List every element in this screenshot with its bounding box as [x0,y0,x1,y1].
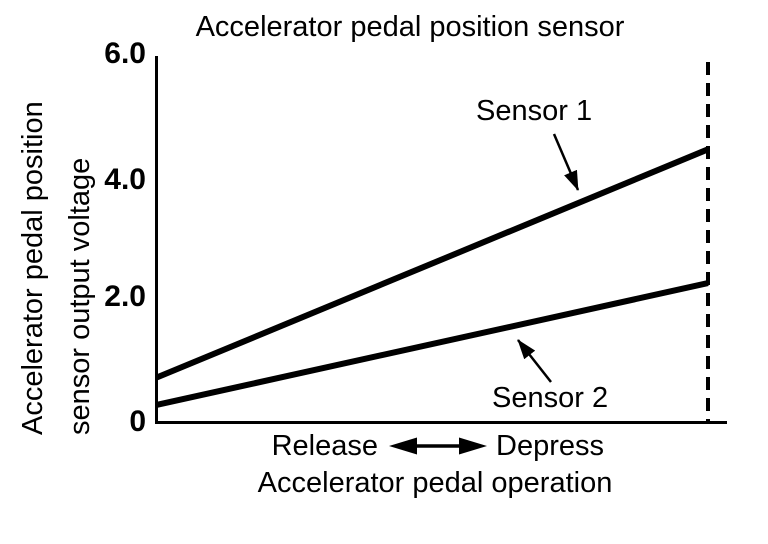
y-axis-label-line1: Accelerator pedal position [17,101,49,435]
sensor2-label: Sensor 2 [492,382,609,414]
y-tick-label-6: 6.0 [104,37,146,70]
y-tick-label-0: 0 [129,405,146,438]
sensor2-line [156,280,709,408]
depress-label: Depress [496,430,604,462]
y-tick-label-2: 2.0 [104,280,146,313]
sensor2-pointer-arrow-icon [517,339,552,383]
sensor1-label: Sensor 1 [476,95,593,127]
chart-title: Accelerator pedal position sensor [195,11,625,43]
sensor1-pointer-arrow-icon [552,133,580,191]
y-axis-label: Accelerator pedal position sensor output… [10,35,106,435]
sensor1-line [155,146,710,381]
release-depress-arrow-icon [389,437,487,455]
x-axis-label: Accelerator pedal operation [257,467,613,499]
release-label: Release [271,430,378,462]
y-tick-label-4: 4.0 [104,163,146,196]
